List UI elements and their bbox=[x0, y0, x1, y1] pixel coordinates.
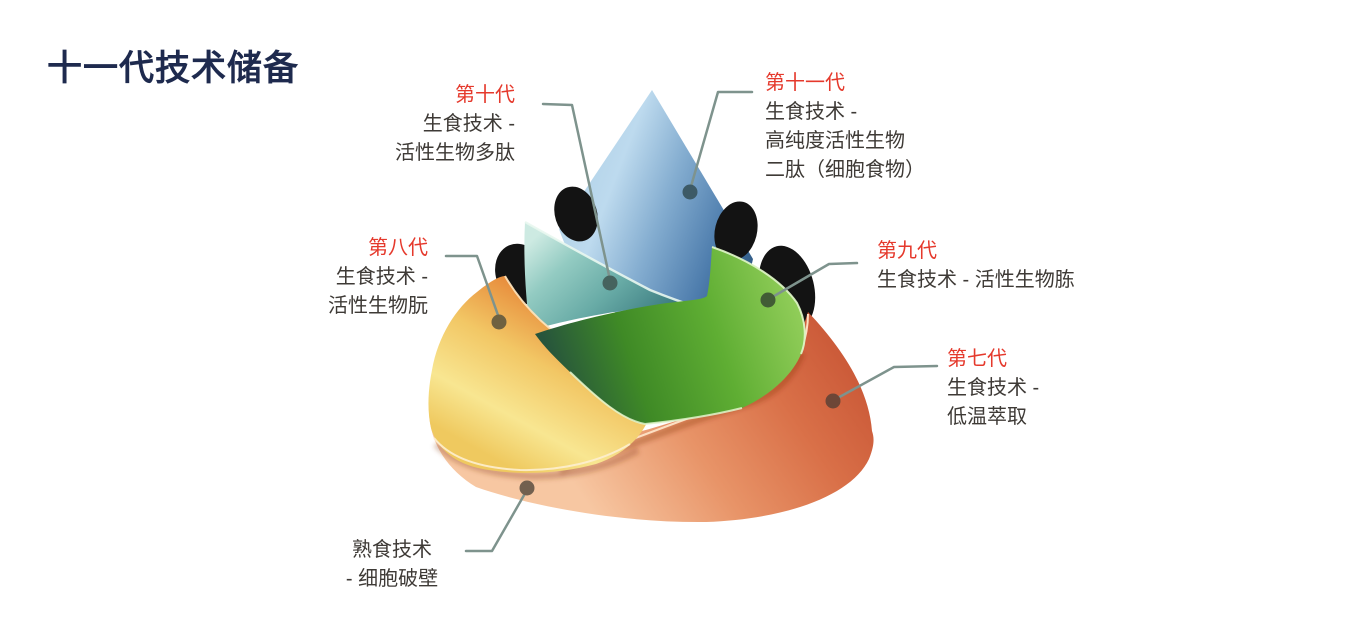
band-green-top-rim bbox=[711, 246, 806, 355]
connector-line-gen11 bbox=[688, 90, 754, 192]
layer-band-green bbox=[535, 247, 805, 424]
label-gen8: 第八代 生食技术 - 活性生物朊 bbox=[268, 234, 428, 321]
label-cooked-tech: 熟食技术 - 细胞破壁 bbox=[322, 536, 462, 594]
label-gen11-generation: 第十一代 bbox=[765, 72, 845, 94]
label-gen11-line2: 高纯度活性生物 bbox=[765, 130, 905, 152]
connector-dot-cooked bbox=[519, 480, 535, 496]
layer-band-teal bbox=[524, 222, 751, 334]
label-gen9-line1: 生食技术 - 活性生物胨 bbox=[877, 269, 1075, 291]
label-gen7-generation: 第七代 bbox=[947, 348, 1007, 370]
gap-shadow-left-upper bbox=[554, 186, 598, 242]
connector-dot-gen8 bbox=[491, 314, 507, 330]
label-gen8-line2: 活性生物朊 bbox=[328, 295, 428, 317]
label-gen10-generation: 第十代 bbox=[455, 84, 515, 106]
label-cooked-line2: - 细胞破壁 bbox=[345, 568, 439, 590]
band-green-bottom-rim bbox=[569, 371, 743, 426]
connector-lines bbox=[444, 90, 939, 553]
connector-line-gen8 bbox=[444, 254, 501, 320]
label-gen10: 第十代 生食技术 - 活性生物多肽 bbox=[355, 81, 515, 168]
label-gen9-generation: 第九代 bbox=[877, 240, 937, 262]
band-yellow-bottom-rim bbox=[433, 437, 631, 472]
connector-line-gen10 bbox=[541, 102, 612, 282]
connector-dot-gen7 bbox=[825, 393, 841, 409]
label-gen11-line3: 二肽（细胞食物） bbox=[765, 159, 925, 181]
label-gen10-line1: 生食技术 - bbox=[422, 113, 515, 135]
connector-line-cooked bbox=[464, 488, 529, 553]
label-gen11-line1: 生食技术 - bbox=[765, 101, 858, 123]
label-gen7-line2: 低温萃取 bbox=[947, 406, 1027, 428]
connector-dot-gen9 bbox=[760, 292, 776, 308]
label-cooked-line1: 熟食技术 bbox=[352, 539, 432, 561]
connector-dot-gen11 bbox=[682, 184, 698, 200]
layer-band-yellow bbox=[428, 276, 651, 473]
label-gen8-line1: 生食技术 - bbox=[335, 266, 428, 288]
label-gen8-generation: 第八代 bbox=[368, 237, 428, 259]
label-gen7: 第七代 生食技术 - 低温萃取 bbox=[947, 345, 1167, 432]
page-title: 十一代技术储备 bbox=[47, 49, 300, 88]
label-gen9: 第九代 生食技术 - 活性生物胨 bbox=[877, 237, 1157, 295]
connector-dot-gen10 bbox=[602, 275, 618, 291]
label-gen11: 第十一代 生食技术 - 高纯度活性生物 二肽（细胞食物） bbox=[765, 69, 995, 185]
connector-line-gen7 bbox=[832, 364, 939, 402]
connector-line-gen9 bbox=[767, 261, 859, 301]
label-gen7-line1: 生食技术 - bbox=[947, 377, 1040, 399]
gap-shadow-right-upper bbox=[714, 201, 758, 261]
label-gen10-line2: 活性生物多肽 bbox=[395, 142, 515, 164]
